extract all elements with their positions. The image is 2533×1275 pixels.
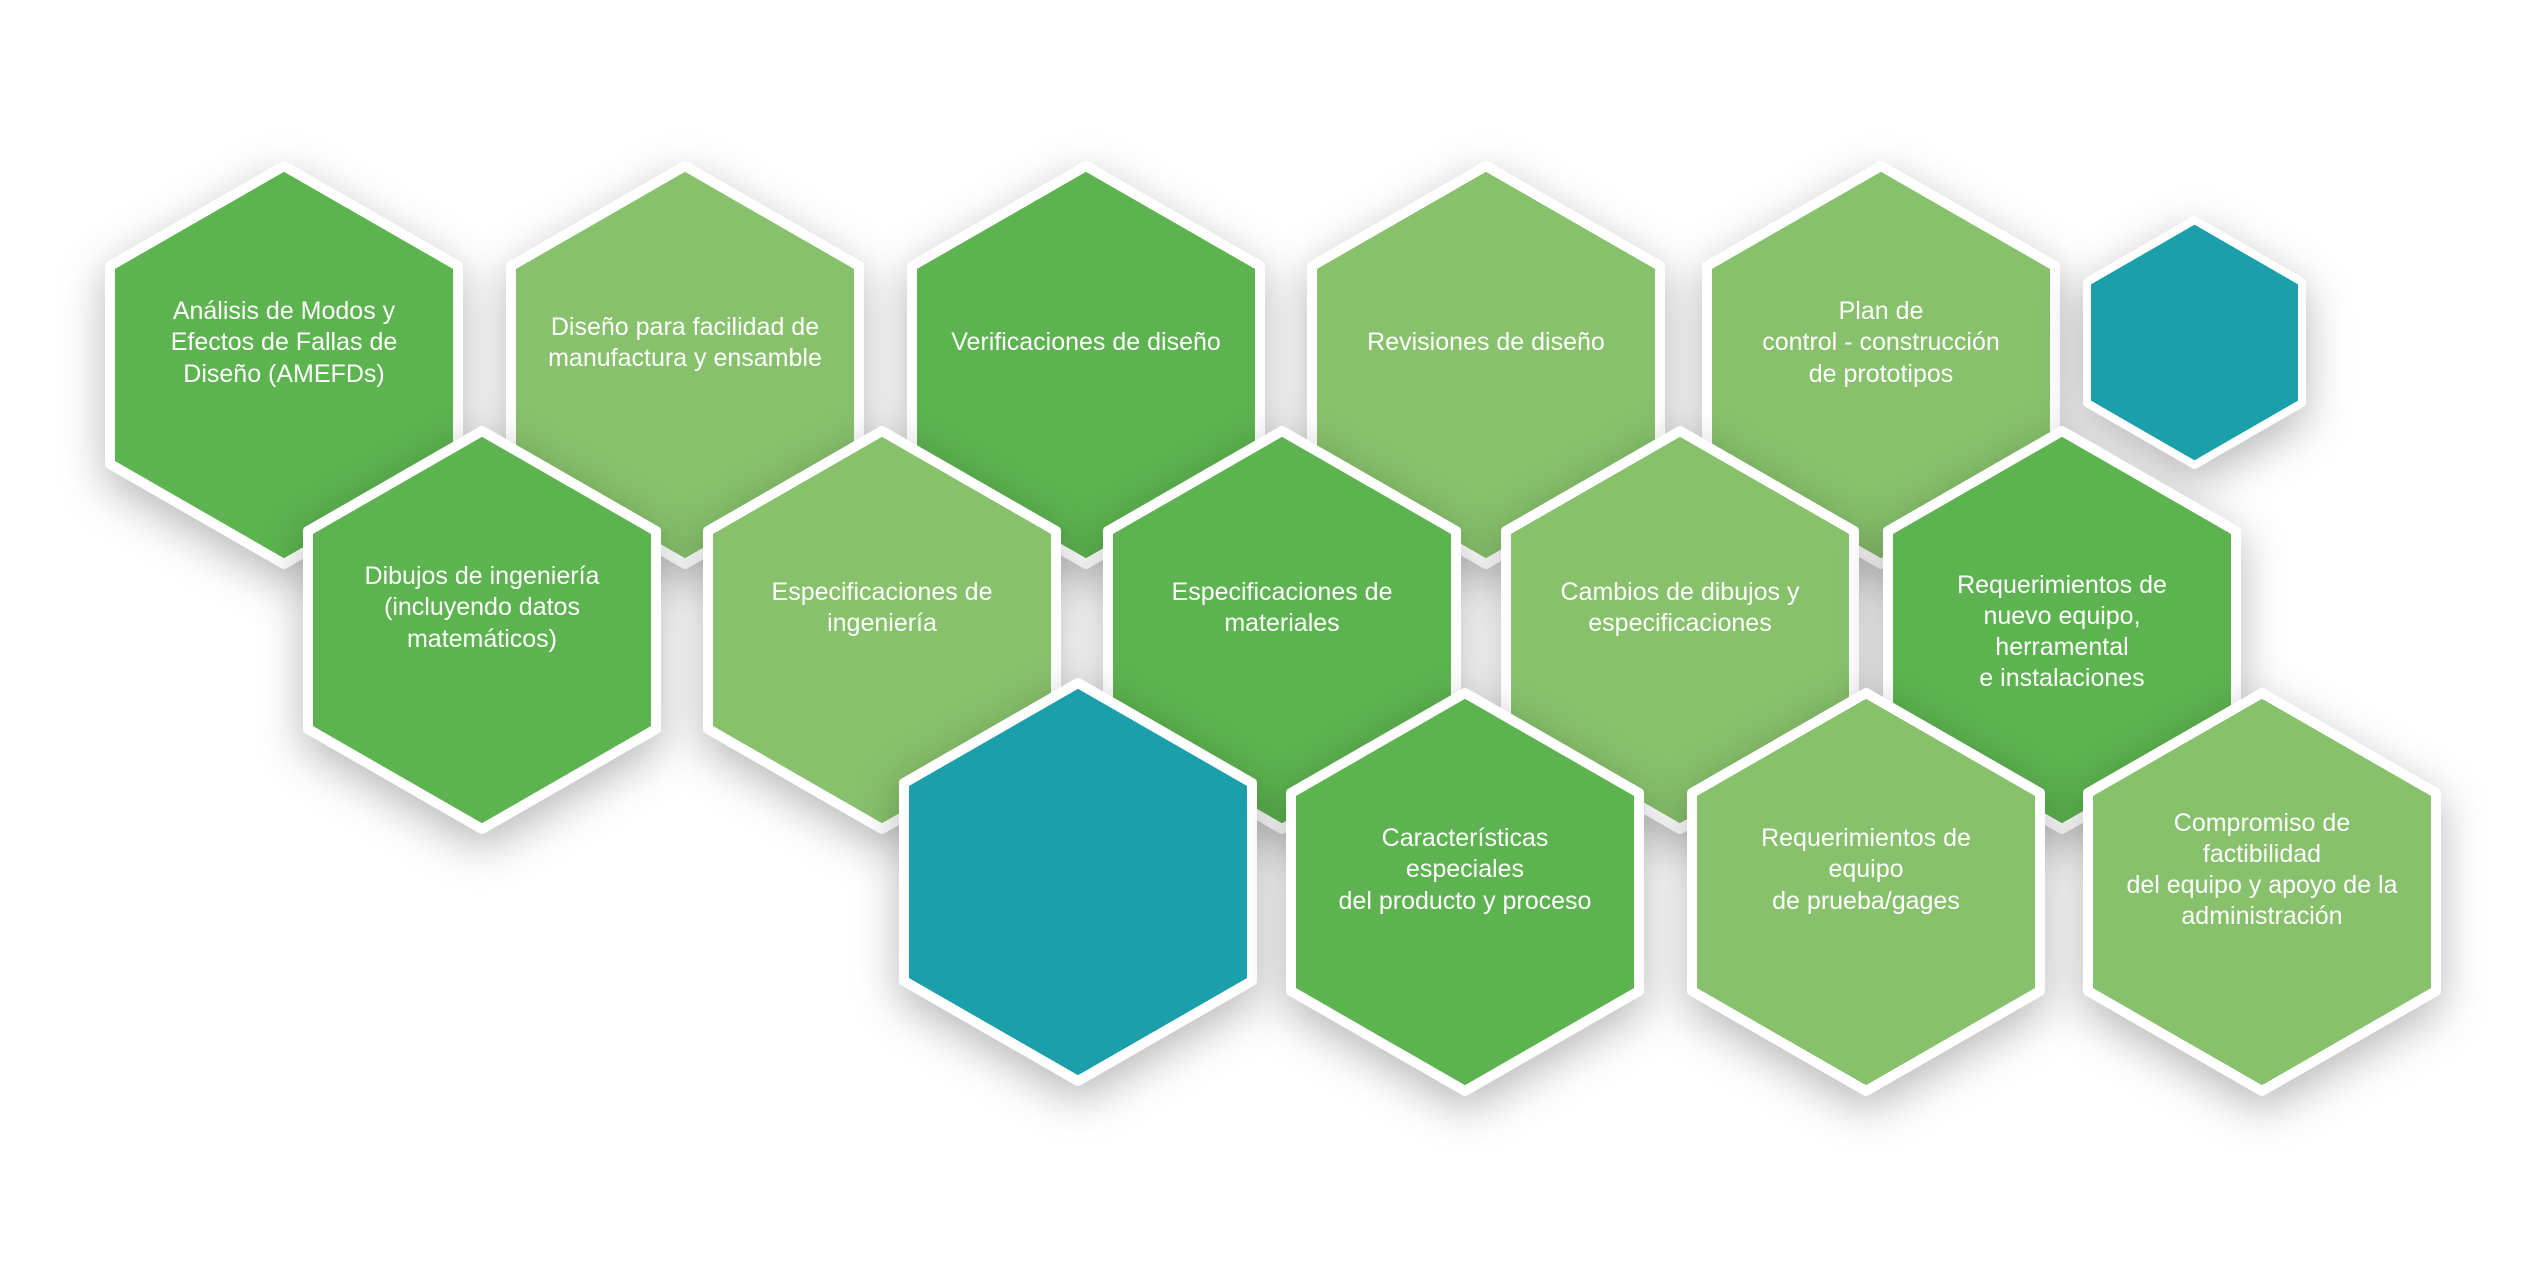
hex-label: Especificaciones de ingeniería bbox=[771, 577, 993, 637]
hex-label: Cambios de dibujos y especificaciones bbox=[1560, 577, 1800, 637]
hex-dfma: Diseño para facilidad de manufactura y e… bbox=[505, 160, 865, 570]
hex-label: Compromiso de factibilidad del equipo y … bbox=[2126, 808, 2398, 931]
hex-especificaciones-materiales: Especificaciones de materiales bbox=[1102, 425, 1462, 835]
hex-compromiso: Compromiso de factibilidad del equipo y … bbox=[2082, 687, 2442, 1097]
hex-label: Requerimientos de nuevo equipo, herramen… bbox=[1957, 570, 2167, 693]
hex-label: Revisiones de diseño bbox=[1367, 328, 1605, 357]
hex-label: Dibujos de ingeniería (incluyendo datos … bbox=[364, 562, 600, 653]
hex-revisiones: Revisiones de diseño bbox=[1306, 160, 1666, 570]
hex-label: Diseño para facilidad de manufactura y e… bbox=[548, 312, 822, 372]
hex-especificaciones-ingenieria: Especificaciones de ingeniería bbox=[702, 425, 1062, 835]
hex-teal-small bbox=[2082, 215, 2307, 470]
hex-requerimientos-prueba: Requerimientos de equipo de prueba/gages bbox=[1686, 687, 2046, 1097]
hex-label: Análisis de Modos y Efectos de Fallas de… bbox=[170, 297, 398, 388]
hex-amefd: Análisis de Modos y Efectos de Fallas de… bbox=[104, 160, 464, 570]
hex-verificaciones: Verificaciones de diseño bbox=[906, 160, 1266, 570]
hex-label: Características especiales del producto … bbox=[1338, 824, 1592, 915]
hex-cambios: Cambios de dibujos y especificaciones bbox=[1500, 425, 1860, 835]
hex-plan-control: Plan de control - construcción de protot… bbox=[1701, 160, 2061, 570]
hex-label: Verificaciones de diseño bbox=[951, 328, 1221, 357]
hex-caracteristicas: Características especiales del producto … bbox=[1285, 687, 1645, 1097]
hex-teal-large bbox=[898, 677, 1258, 1087]
hex-label: Plan de control - construcción de protot… bbox=[1762, 297, 2000, 388]
hex-dibujos: Dibujos de ingeniería (incluyendo datos … bbox=[302, 425, 662, 835]
hex-requerimientos-equipo: Requerimientos de nuevo equipo, herramen… bbox=[1882, 425, 2242, 835]
hex-label: Especificaciones de materiales bbox=[1171, 577, 1393, 637]
hex-label: Requerimientos de equipo de prueba/gages bbox=[1761, 824, 1971, 915]
